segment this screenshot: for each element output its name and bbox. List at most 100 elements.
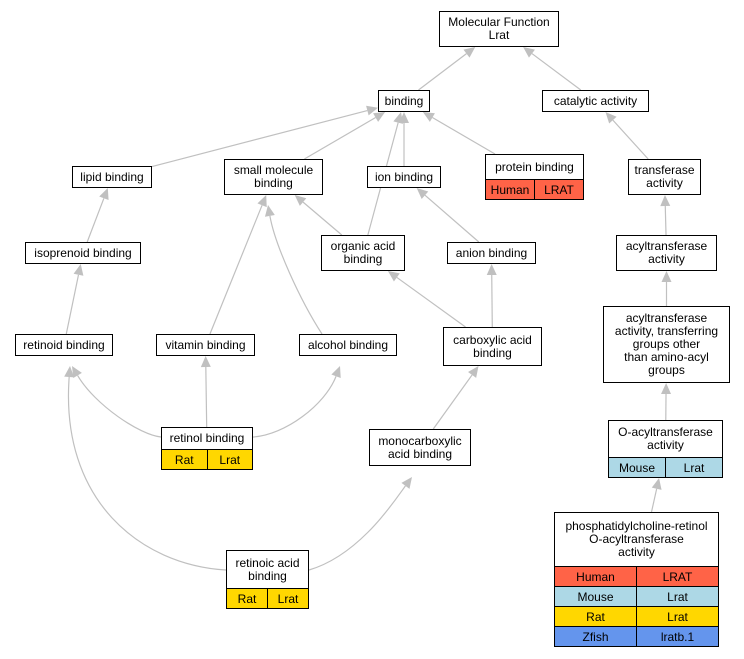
node-label: phosphatidylcholine-retinol O-acyltransf…: [565, 519, 708, 559]
edge-transferase-to-catalytic: [612, 119, 649, 160]
arrowhead-retinoid-to-isoprenoid: [73, 264, 84, 276]
node-label: catalytic activity: [553, 93, 638, 108]
edge-alcohol-to-smallmol: [269, 215, 323, 335]
node-label: ion binding: [374, 169, 434, 184]
arrowhead-retinol-to-alcohol: [331, 366, 341, 379]
annotation-species: Mouse: [618, 460, 656, 475]
arrowhead-retinol-to-vitamin: [200, 356, 211, 368]
annotation-gene: Lrat: [206, 450, 253, 469]
node-label: retinoic acid binding: [235, 555, 300, 583]
arrowhead-organicacid-to-smallmol: [294, 195, 307, 206]
arrowhead-retinoic-to-retinoid: [64, 366, 75, 378]
node-carboxylic-acid-binding[interactable]: carboxylic acid binding: [443, 327, 542, 366]
node-monocarboxylic-acid-binding[interactable]: monocarboxylic acid binding: [369, 429, 471, 466]
node-pc-retinol-o-acyltransferase[interactable]: phosphatidylcholine-retinol O-acyltransf…: [554, 512, 719, 647]
edge-acyltransferase-to-transferase: [664, 205, 667, 236]
annotation-gene: Lrat: [665, 458, 722, 477]
arrowhead-catalytic-to-mf: [523, 47, 535, 58]
edge-retinol-to-retinoid: [77, 375, 162, 438]
edge-binding-to-mf: [418, 53, 467, 91]
annotation-species: Rat: [237, 591, 257, 606]
node-ion-binding[interactable]: ion binding: [367, 166, 441, 188]
edge-catalytic-to-mf: [531, 53, 582, 91]
arrowhead-lipid-to-binding: [366, 105, 378, 116]
annotation-gene: Lrat: [636, 587, 718, 606]
node-label: lipid binding: [80, 169, 144, 184]
arrowhead-smallmol-to-binding: [373, 112, 386, 122]
annotation-species: Mouse: [577, 589, 614, 604]
node-label: vitamin binding: [165, 337, 246, 352]
annotation-gene: Lrat: [267, 589, 308, 608]
arrowhead-alcohol-to-smallmol: [264, 205, 275, 217]
node-label: carboxylic acid binding: [453, 332, 532, 360]
arrowhead-monocarboxylic-to-carboxylic: [468, 366, 479, 378]
arrowhead-anion-to-ion: [416, 188, 429, 199]
node-label: retinol binding: [169, 431, 245, 445]
node-acyltransferase-activity[interactable]: acyltransferase activity: [616, 235, 717, 271]
arrowhead-transferase-to-catalytic: [605, 112, 617, 124]
node-catalytic-activity[interactable]: catalytic activity: [542, 90, 649, 112]
edge-carboxylic-to-anion: [491, 274, 493, 328]
edge-pcretinol-to-oacyl: [650, 488, 658, 513]
node-label: retinoid binding: [23, 337, 105, 352]
node-label: anion binding: [455, 245, 528, 260]
arrowhead-acyltransferase-to-transferase: [660, 195, 671, 207]
node-transferase-activity[interactable]: transferase activity: [628, 159, 701, 195]
node-label: protein binding: [495, 159, 574, 174]
edge-vitamin-to-smallmol: [209, 204, 263, 335]
arrowhead-acylother-to-acyltransferase: [661, 271, 672, 282]
arrowhead-pcretinol-to-oacyl: [651, 478, 662, 490]
node-label: acyltransferase activity, transferring g…: [614, 311, 719, 377]
edge-retinoic-to-retinoid: [67, 376, 227, 571]
node-label: transferase activity: [634, 163, 695, 190]
node-retinoid-binding[interactable]: retinoid binding: [15, 334, 113, 356]
annotation-species: Human: [576, 569, 615, 584]
node-acyltransferase-other-groups[interactable]: acyltransferase activity, transferring g…: [603, 306, 730, 383]
annotation-gene: LRAT: [534, 180, 583, 199]
arrowhead-vitamin-to-smallmol: [257, 195, 267, 208]
edge-retinoic-to-monocarboxylic: [308, 485, 406, 571]
edge-anion-to-ion: [424, 194, 480, 243]
edge-protein-to-binding: [432, 117, 496, 155]
annotation-row-mouse: Mouse Lrat: [609, 457, 722, 477]
node-vitamin-binding[interactable]: vitamin binding: [156, 334, 255, 356]
node-label: Molecular Function Lrat: [448, 15, 550, 42]
node-molecular-function[interactable]: Molecular Function Lrat: [439, 11, 559, 47]
annotation-species: Human: [490, 182, 530, 197]
node-isoprenoid-binding[interactable]: isoprenoid binding: [25, 242, 141, 264]
node-organic-acid-binding[interactable]: organic acid binding: [321, 235, 405, 271]
edge-lipid-to-binding: [151, 109, 368, 168]
arrowhead-oacyl-to-acylother: [661, 383, 672, 395]
arrowhead-ion-to-binding: [399, 112, 409, 123]
node-binding[interactable]: binding: [378, 90, 430, 112]
node-lipid-binding[interactable]: lipid binding: [72, 166, 152, 188]
arrowhead-retinoic-to-monocarboxylic: [401, 477, 412, 489]
arrowhead-binding-to-mf: [463, 47, 476, 58]
node-small-molecule-binding[interactable]: small molecule binding: [224, 159, 323, 195]
annotation-species: Zfish: [582, 629, 609, 644]
edge-retinol-to-vitamin: [205, 366, 208, 428]
edge-smallmol-to-binding: [304, 117, 376, 160]
arrowhead-carboxylic-to-anion: [486, 264, 497, 276]
node-alcohol-binding[interactable]: alcohol binding: [299, 334, 397, 356]
node-label: isoprenoid binding: [34, 245, 132, 260]
node-label: small molecule binding: [233, 163, 314, 190]
node-label: organic acid binding: [330, 239, 396, 266]
node-label: binding: [384, 93, 424, 108]
edge-isoprenoid-to-lipid: [86, 198, 105, 243]
node-label: monocarboxylic acid binding: [378, 433, 462, 461]
annotation-gene: Lrat: [636, 607, 718, 626]
annotation-row-human: Human LRAT: [486, 179, 583, 199]
edge-carboxylic-to-organicacid: [396, 276, 466, 328]
node-anion-binding[interactable]: anion binding: [447, 242, 536, 264]
